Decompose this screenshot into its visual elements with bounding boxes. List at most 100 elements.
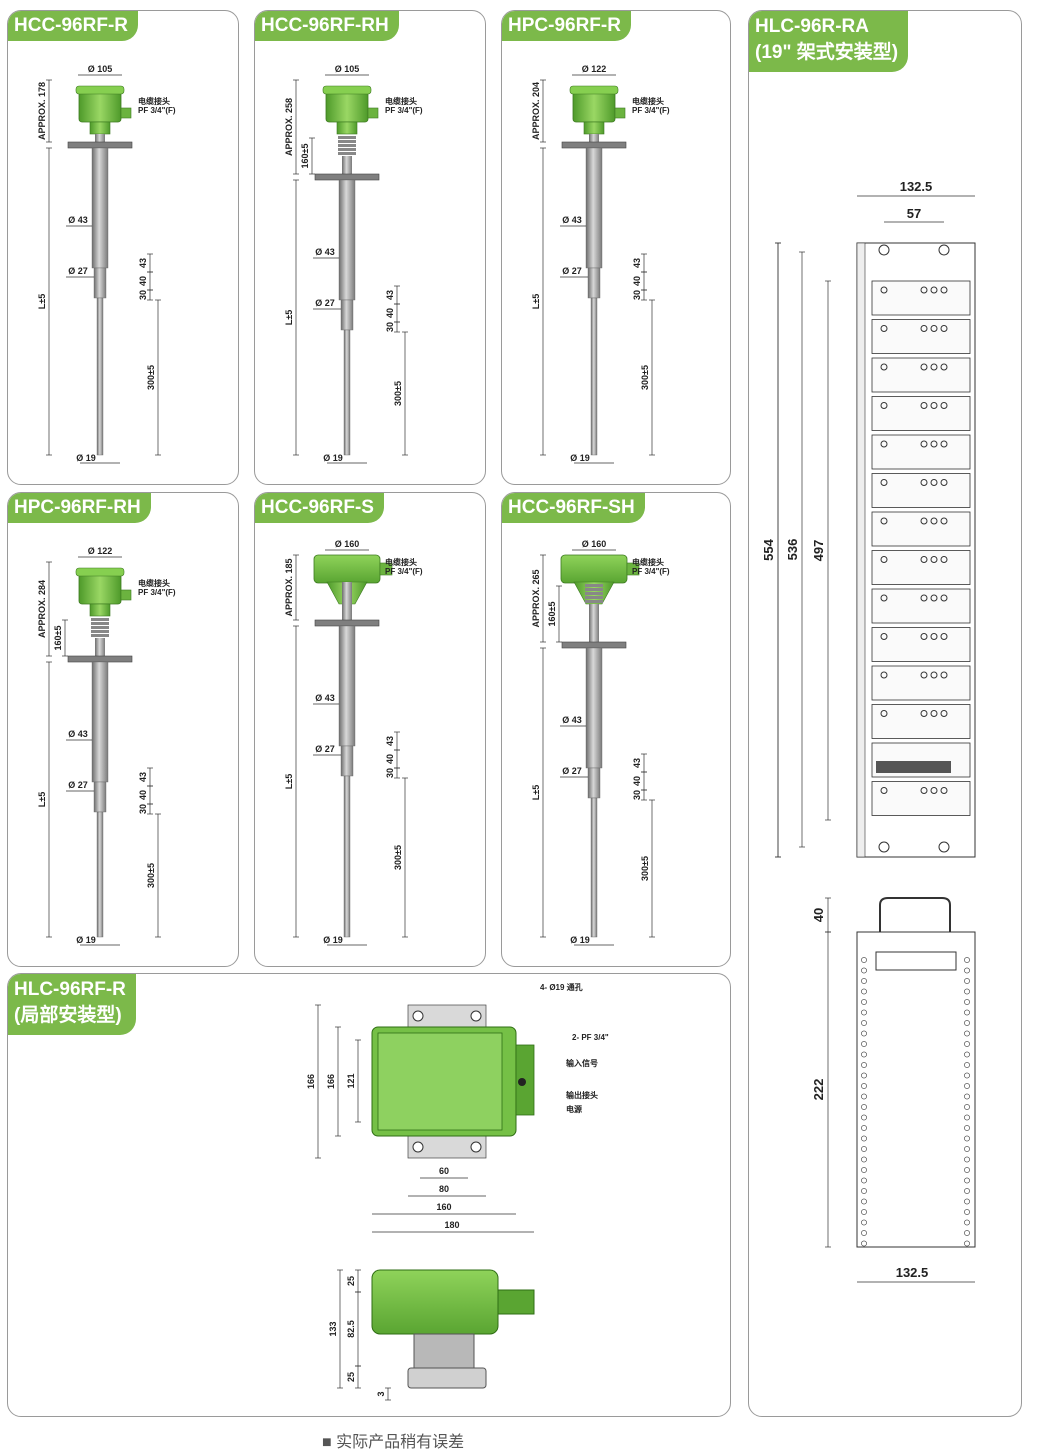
housing-neck xyxy=(336,121,358,135)
module-led xyxy=(930,633,938,640)
rack-side-hole xyxy=(964,1167,970,1173)
junction-box-lid xyxy=(377,1032,503,1131)
housing-neck xyxy=(583,121,605,135)
dim-43-label: 43 xyxy=(632,758,642,768)
rack-side-hole xyxy=(861,1030,867,1037)
terminal-housing xyxy=(560,554,628,584)
rack-side-width-label: 132.5 xyxy=(896,1265,929,1280)
rack-side-hole xyxy=(964,1051,970,1058)
module-led xyxy=(930,594,938,602)
rack-side-hole xyxy=(861,1104,867,1110)
module-led xyxy=(930,787,938,794)
probe-rod xyxy=(338,625,356,747)
module-led xyxy=(940,286,948,294)
top-diameter-label: Ø 105 xyxy=(88,64,113,74)
terminal-housing xyxy=(325,89,369,123)
dim-300-label: 300±5 xyxy=(393,845,403,870)
rack-side-hole xyxy=(964,1072,970,1079)
dim-166b-label: 166 xyxy=(326,1074,336,1089)
dim-180-label: 180 xyxy=(444,1220,459,1230)
cable-gland xyxy=(120,589,132,601)
panel-hpc-96rf-r: HPC-96RF-R xyxy=(501,10,731,485)
rack-side-hole xyxy=(861,978,867,984)
rack-side-hole xyxy=(861,967,867,974)
sensing-rod xyxy=(590,297,598,456)
rack-handle xyxy=(879,897,951,932)
rack-side-hole xyxy=(964,1188,970,1194)
module-led xyxy=(940,325,948,332)
bottom-diameter-label: Ø 19 xyxy=(570,935,590,945)
rack-mount-hole xyxy=(938,244,950,256)
dim-30-label: 30 xyxy=(632,290,642,300)
mounting-flange xyxy=(67,655,133,663)
module-led xyxy=(880,710,888,717)
dim-30-label: 30 xyxy=(632,790,642,800)
extension-neck xyxy=(589,604,599,642)
cable-entry-hole xyxy=(518,1078,526,1086)
rack-module xyxy=(871,473,971,508)
rack-side-hole xyxy=(964,1230,970,1236)
rack-side-hole xyxy=(964,1146,970,1152)
rack-side-hole xyxy=(964,1104,970,1110)
module-led xyxy=(930,556,938,563)
top-diameter-label: Ø 105 xyxy=(335,64,360,74)
rack-side-hole xyxy=(964,1009,970,1016)
rack-side-hole xyxy=(861,1230,867,1236)
module-led xyxy=(920,633,928,640)
rack-module xyxy=(871,434,971,470)
rack-497-label: 497 xyxy=(811,540,826,562)
d27-label: Ø 27 xyxy=(315,298,335,308)
neck-height-label: 160±5 xyxy=(53,626,63,651)
rack-side-hole xyxy=(861,1198,867,1205)
d27-label: Ø 27 xyxy=(68,780,88,790)
housing-cap xyxy=(569,85,619,95)
extension-neck xyxy=(342,582,352,620)
housing-cap xyxy=(322,85,372,95)
probe-sleeve xyxy=(340,745,354,777)
module-led xyxy=(930,286,938,294)
rack-mount-hole xyxy=(878,244,890,256)
rack-side-hole xyxy=(861,1020,867,1026)
module-led xyxy=(920,710,928,717)
module-led xyxy=(940,556,948,563)
cable-label: 电缆接头 xyxy=(385,557,417,567)
terminal-housing xyxy=(572,89,616,123)
cable-label: 电缆接头 xyxy=(138,96,170,106)
dim-60-label: 60 xyxy=(439,1166,449,1176)
model-title: HLC-96RF-R (局部安装型) xyxy=(8,974,136,1035)
mount-hole xyxy=(470,1010,482,1022)
module-led xyxy=(930,325,938,332)
rack-side-hole xyxy=(964,1083,970,1089)
d43-label: Ø 43 xyxy=(68,729,88,739)
side-view-base xyxy=(407,1367,487,1389)
dim-30-label: 30 xyxy=(385,322,395,332)
approx-height-label: APPROX. 265 xyxy=(531,569,541,627)
module-led xyxy=(920,671,928,679)
model-title: HCC-96RF-R xyxy=(8,11,138,41)
module-led xyxy=(920,363,928,371)
rack-side-hole xyxy=(964,1240,970,1247)
pf-label: PF 3/4"(F) xyxy=(138,106,176,115)
rack-side-hole xyxy=(861,957,867,963)
probe-sleeve xyxy=(587,267,601,299)
rack-side-hole xyxy=(861,1240,867,1247)
rack-side-hole xyxy=(861,988,867,995)
rack-side-hole xyxy=(964,1135,970,1142)
rack-side-hole xyxy=(964,1209,970,1215)
module-led xyxy=(930,440,938,448)
pf-label: PF 3/4"(F) xyxy=(632,567,670,576)
dim-300-label: 300±5 xyxy=(146,365,156,390)
rack-side-hole xyxy=(964,967,970,974)
extension-neck xyxy=(95,638,105,656)
model-title-line2: (19" 架式安装型) xyxy=(755,42,899,63)
probe-sleeve xyxy=(340,299,354,331)
model-title: HPC-96RF-RH xyxy=(8,493,151,523)
approx-height-label: APPROX. 258 xyxy=(284,98,294,156)
rack-module xyxy=(871,511,971,547)
rack-side-hole xyxy=(964,999,970,1005)
dim-80-label: 80 xyxy=(439,1184,449,1194)
model-title: HCC-96RF-SH xyxy=(502,493,645,523)
mounting-flange xyxy=(314,619,380,627)
